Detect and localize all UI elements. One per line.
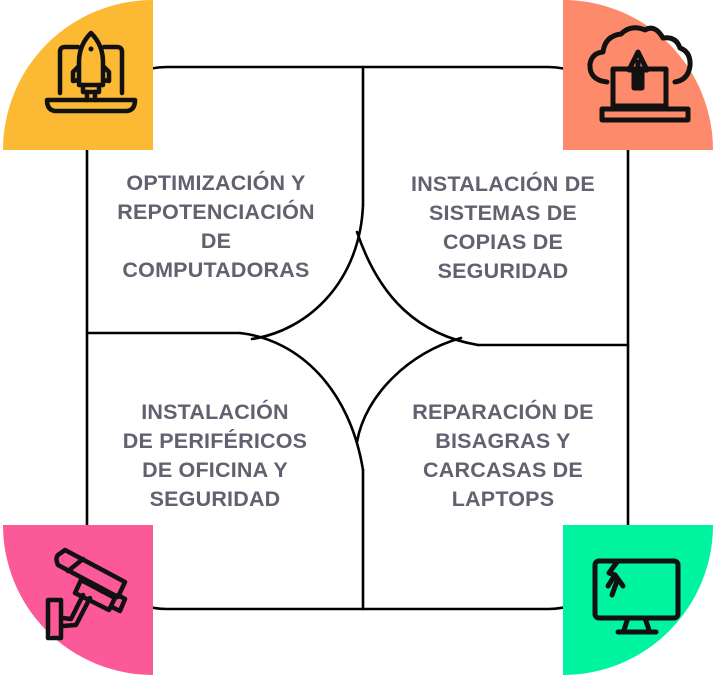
label-line: DE: [200, 229, 232, 253]
quadrant-label-bottom-left: INSTALACIÓN DE PERIFÉRICOS DE OFICINA Y …: [95, 398, 335, 514]
label-line: DE OFICINA Y: [142, 458, 288, 482]
outer-border: [85, 65, 630, 611]
corner-block-bottom-right: [563, 525, 713, 675]
corner-block-top-left: [3, 0, 153, 150]
cloud-upload-icon: [587, 25, 693, 123]
security-camera-icon: [45, 547, 128, 641]
label-line: INSTALACIÓN: [141, 400, 289, 424]
curve-top-right: [355, 230, 480, 347]
label-line: COMPUTADORAS: [122, 258, 310, 282]
quadrant-label-top-right: INSTALACIÓN DE SISTEMAS DE COPIAS DE SEG…: [383, 170, 623, 286]
laptop-rocket-icon: [44, 30, 138, 114]
label-line: REPOTENCIACIÓN: [117, 200, 315, 224]
label-line: LAPTOPS: [451, 487, 555, 511]
label-line: REPARACIÓN DE: [412, 400, 594, 424]
label-line: INSTALACIÓN DE: [411, 172, 595, 196]
quadrant-label-bottom-right: REPARACIÓN DE BISAGRAS Y CARCASAS DE LAP…: [383, 398, 623, 514]
curve-top-left: [250, 203, 365, 341]
label-line: BISAGRAS Y: [435, 429, 571, 453]
label-line: CARCASAS DE: [423, 458, 583, 482]
cracked-monitor-icon: [592, 558, 681, 635]
label-line: SISTEMAS DE: [429, 201, 577, 225]
corner-block-bottom-left: [3, 525, 153, 675]
quadrant-label-top-left: OPTIMIZACIÓN Y REPOTENCIACIÓN DE COMPUTA…: [96, 169, 336, 285]
curve-bottom-right: [355, 336, 463, 444]
label-line: SEGURIDAD: [149, 487, 281, 511]
label-line: OPTIMIZACIÓN Y: [126, 171, 306, 195]
label-line: DE PERIFÉRICOS: [122, 429, 308, 453]
label-line: COPIAS DE: [442, 230, 564, 254]
corner-block-top-right: [563, 0, 713, 150]
label-line: SEGURIDAD: [437, 259, 569, 283]
